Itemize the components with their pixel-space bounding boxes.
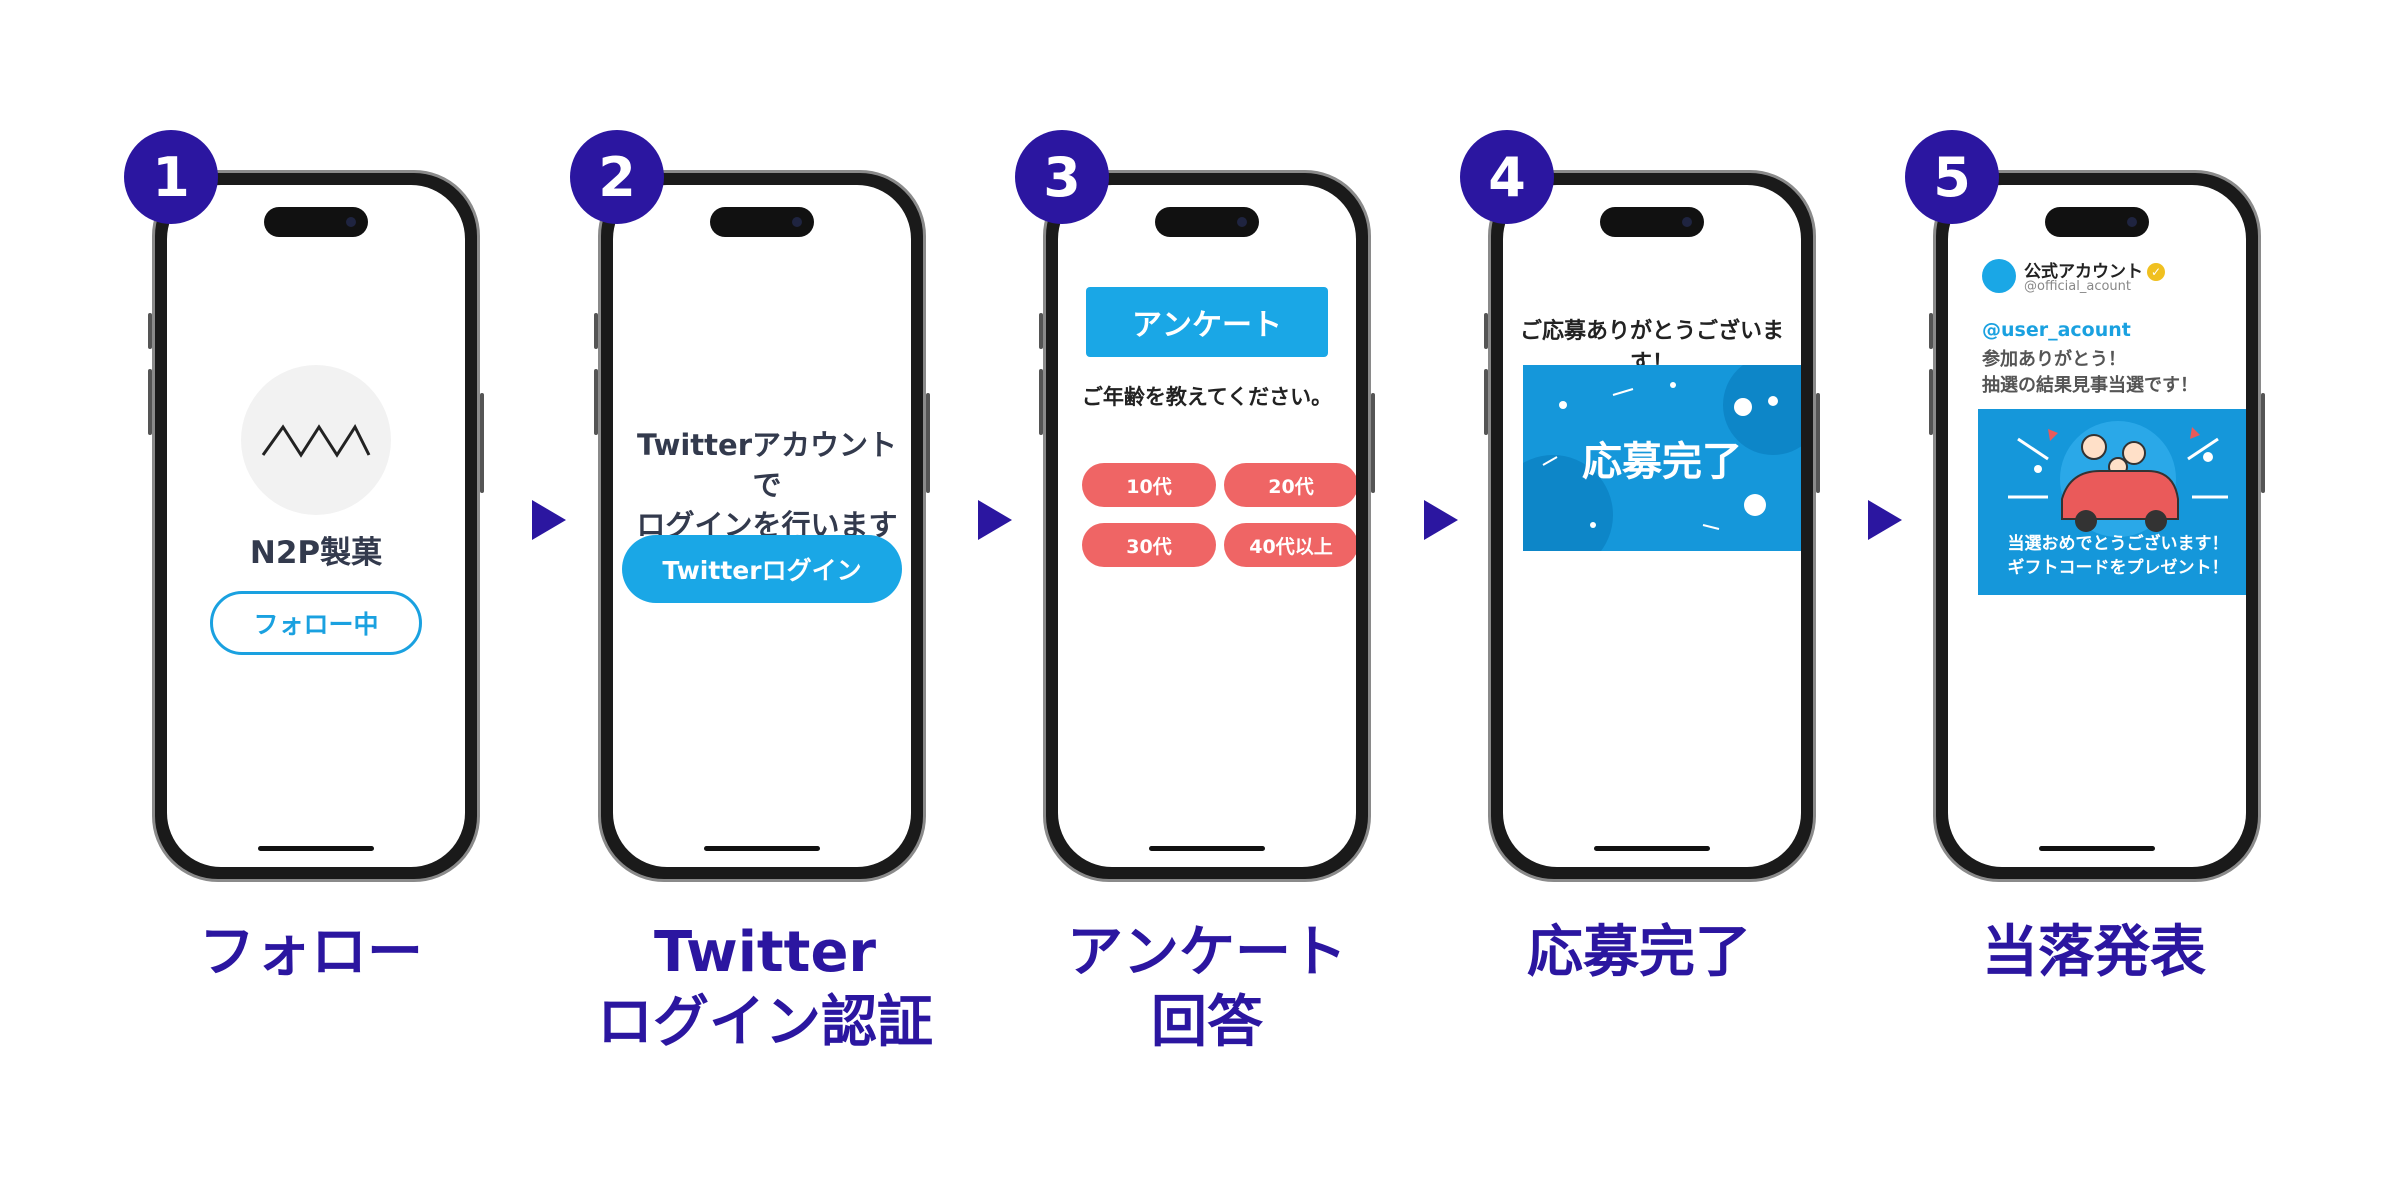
step-number-badge: 2 [570,130,664,224]
home-indicator [704,846,820,851]
phone-mockup: 公式アカウント✓ @official_acount @user_acount 参… [1929,170,2265,882]
brand-name: N2P製菓 [249,535,383,571]
caption-line: 当落発表 [1982,920,2206,985]
brand-logo-icon [261,423,371,458]
step-4: 4 ご応募ありがとうございます！ [1460,0,1820,1200]
phone-notch [1600,207,1704,237]
phone-side-button [1039,313,1043,349]
age-option-button[interactable]: 40代以上 [1224,523,1356,567]
survey-header: アンケート [1086,287,1328,357]
brand-logo [241,365,391,515]
phone-screen: アンケート ご年齢を教えてください。 10代 20代 30代 40代以上 [1058,185,1356,867]
entry-complete-banner: 応募完了 [1523,365,1801,551]
phone-notch [710,207,814,237]
step-1: 1 N2P製菓 フォロー中 フォロー [124,0,484,1200]
step-5: 5 公式アカウント✓ @official_acount @user_acount… [1905,0,2265,1200]
account-name-text: 公式アカウント [2024,262,2143,282]
phone-mockup: アンケート ご年齢を教えてください。 10代 20代 30代 40代以上 [1039,170,1375,882]
age-option-button[interactable]: 20代 [1224,463,1356,507]
step-number-badge: 3 [1015,130,1109,224]
caption-line: 回答 [1151,990,1263,1055]
phone-mockup: N2P製菓 フォロー中 [148,170,484,882]
phone-mockup: ご応募ありがとうございます！ 応募完了 [1484,170,1820,882]
phone-side-button [1816,393,1820,493]
phone-side-button [480,393,484,493]
phone-screen: N2P製菓 フォロー中 [167,185,465,867]
caption-line: 応募完了 [1527,920,1751,985]
celebration-car-illustration-icon [2008,421,2228,537]
winning-banner-line: ギフトコードをプレゼント！ [2007,558,2229,578]
phone-side-button [1484,369,1488,435]
caption-line: Twitter [653,920,877,985]
step-caption: フォロー [116,918,506,988]
phone-side-button [926,393,930,493]
phone-side-button [148,313,152,349]
home-indicator [1594,846,1710,851]
step-caption: 応募完了 [1444,918,1834,988]
phone-side-button [1929,313,1933,349]
entry-complete-text: 応募完了 [1582,439,1742,485]
mention-link[interactable]: @user_acount [1982,319,2131,341]
account-handle: @official_acount [2024,279,2132,294]
home-indicator [2039,846,2155,851]
survey-question: ご年齢を教えてください。 [1081,385,1333,409]
step-caption: アンケート 回答 [1012,918,1402,1058]
follow-button[interactable]: フォロー中 [210,591,422,655]
step-number-badge: 4 [1460,130,1554,224]
login-instruction: Twitterアカウントで ログインを行います [633,425,901,545]
verified-badge-icon: ✓ [2147,263,2165,281]
phone-side-button [148,369,152,435]
next-arrow-icon [978,500,1012,540]
next-arrow-icon [1868,500,1902,540]
step-number-badge: 5 [1905,130,1999,224]
phone-side-button [1929,369,1933,435]
phone-side-button [2261,393,2265,493]
caption-line: フォロー [199,920,423,985]
phone-side-button [594,369,598,435]
tweet-header: 公式アカウント✓ @official_acount [1982,257,2226,301]
next-arrow-icon [532,500,566,540]
step-3: 3 アンケート ご年齢を教えてください。 10代 20代 30代 40代以上 ア… [1015,0,1375,1200]
age-option-button[interactable]: 30代 [1082,523,1216,567]
next-arrow-icon [1424,500,1458,540]
phone-side-button [594,313,598,349]
tweet-text-line: 参加ありがとう！ [1982,349,2126,370]
avatar[interactable] [1982,259,2016,293]
confetti-decoration-icon [1523,365,1801,551]
phone-mockup: Twitterアカウントで ログインを行います Twitterログイン [594,170,930,882]
step-number-badge: 1 [124,130,218,224]
phone-notch [1155,207,1259,237]
age-option-button[interactable]: 10代 [1082,463,1216,507]
phone-side-button [1371,393,1375,493]
tweet-text-line: 抽選の結果見事当選です！ [1982,375,2198,396]
thank-you-message: ご応募ありがとうございます！ [1519,319,1784,376]
caption-line: ログイン認証 [597,990,933,1055]
phone-side-button [1039,369,1043,435]
phone-screen: ご応募ありがとうございます！ 応募完了 [1503,185,1801,867]
step-caption: Twitter ログイン認証 [570,918,960,1058]
login-instruction-line: Twitterアカウントで [636,428,898,502]
home-indicator [1149,846,1265,851]
twitter-login-button[interactable]: Twitterログイン [622,535,902,603]
phone-notch [264,207,368,237]
phone-notch [2045,207,2149,237]
account-name: 公式アカウント✓ [2024,257,2165,282]
phone-side-button [1484,313,1488,349]
phone-screen: Twitterアカウントで ログインを行います Twitterログイン [613,185,911,867]
winning-banner-line: 当選おめでとうございます！ [2007,534,2229,554]
step-2: 2 Twitterアカウントで ログインを行います Twitterログイン Tw… [570,0,933,1200]
caption-line: アンケート [1067,920,1347,985]
home-indicator [258,846,374,851]
winning-banner: 当選おめでとうございます！ ギフトコードをプレゼント！ [1978,409,2246,595]
step-caption: 当落発表 [1899,918,2289,988]
phone-screen: 公式アカウント✓ @official_acount @user_acount 参… [1948,185,2246,867]
